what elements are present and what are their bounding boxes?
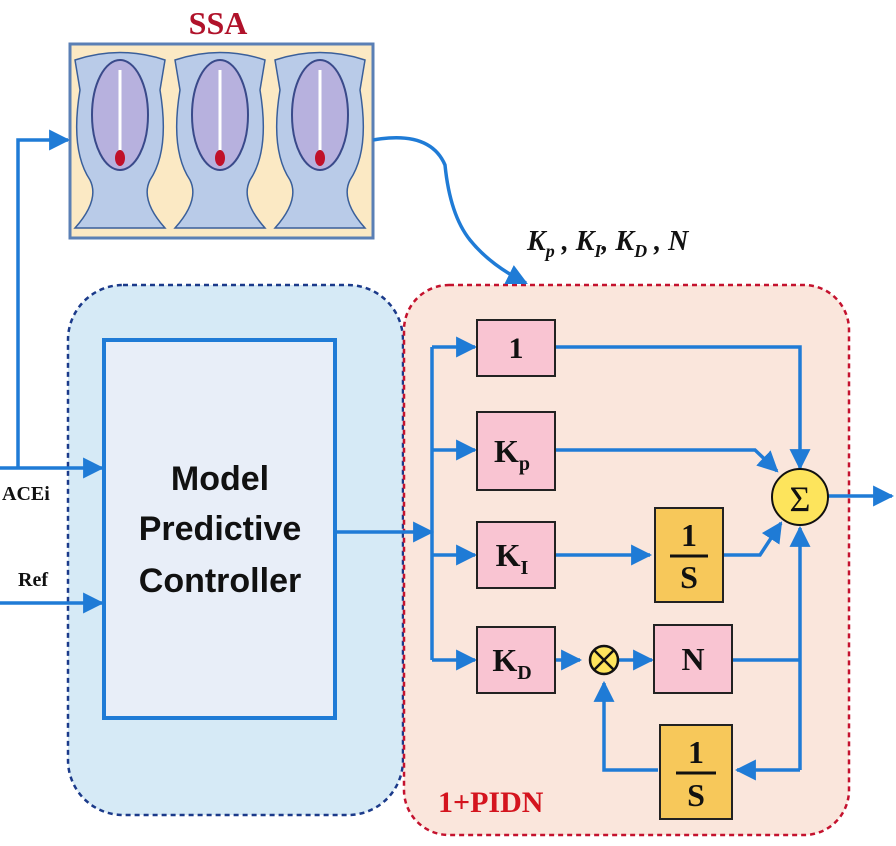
gain-block-one [476, 319, 556, 377]
gain-block-kp [476, 411, 556, 491]
summing-symbol: Σ [790, 479, 811, 519]
ssa-image [68, 42, 375, 240]
pidn-label: 1+PIDN [438, 786, 544, 819]
mpc-label-line2: Predictive [139, 510, 302, 548]
params-label: Kp , KI, KD , N [526, 226, 690, 261]
integrator-denominator: S [680, 559, 698, 595]
wire-acei-to-ssa [16, 129, 71, 468]
salp-icon [273, 51, 367, 229]
gain-block-ki [476, 521, 556, 589]
ssa-title: SSA [189, 5, 248, 41]
wire-ssa-to-pidn [372, 136, 528, 285]
multiply-cross [593, 649, 615, 671]
filter-coefficient-label: N [681, 641, 704, 677]
integrator-numerator: 1 [681, 517, 697, 553]
summing-junction [771, 468, 829, 526]
filter-integrator-denominator: S [687, 777, 705, 813]
mpc-label-line1: Model [171, 460, 269, 498]
pidn-region [402, 283, 851, 837]
mpc-box [102, 338, 337, 720]
filter-integrator-numerator: 1 [688, 734, 704, 770]
gain-block-kd [476, 626, 556, 694]
input-label-acei: ACEi [2, 483, 50, 505]
gain-block-one-label: 1 [509, 332, 524, 365]
filter-integrator-block [659, 724, 733, 820]
gain-block-ki-label: KI [496, 537, 529, 579]
wire-kp-to-sum [555, 448, 779, 473]
mpc-label-line3: Controller [139, 562, 301, 600]
gain-block-kd-label: KD [492, 642, 531, 684]
signal-wires [0, 129, 895, 781]
salp-icon [73, 51, 167, 229]
wire-one-to-sum [555, 345, 811, 471]
wire-integrator-to-sum [723, 521, 783, 557]
gain-block-kp-label: Kp [494, 433, 530, 475]
salp-icon [173, 51, 267, 229]
filter-coefficient-block [653, 624, 733, 694]
input-label-ref: Ref [18, 569, 48, 591]
wire-filter-feedback [593, 680, 658, 772]
